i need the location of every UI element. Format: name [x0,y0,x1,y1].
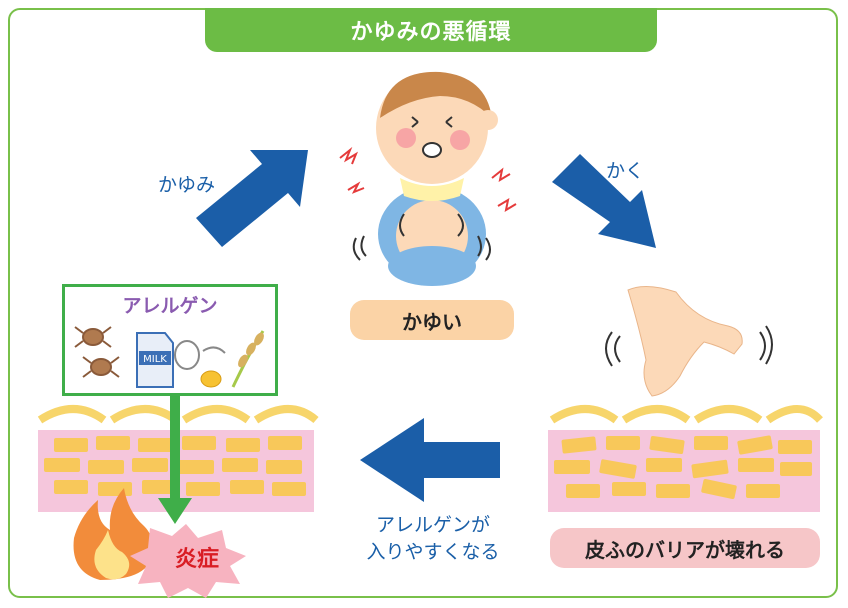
allergen-enters-label: アレルゲンが 入りやすくなる [358,512,508,566]
arrow-itch-icon [196,150,308,247]
green-arrow-icon [158,396,192,524]
arrow-left-icon [360,418,500,502]
label-scratch: かく [606,160,645,182]
itchy-state-label: かゆい [350,300,514,340]
allergen-box: アレルゲン MILK [62,284,278,396]
scratching-hand-icon [605,286,773,397]
allergen-icons: MILK [74,326,265,388]
diagram-title: かゆみの悪循環 [205,8,657,52]
milk-label: MILK [143,354,167,365]
label-itch: かゆみ [158,174,216,196]
arrow-scratch-icon [552,154,656,248]
inflammation-burst-icon [130,524,246,598]
baby-illustration [339,71,517,286]
allergen-enters-line1: アレルゲンが [375,514,490,536]
milk-carton-icon: MILK [136,332,174,388]
wheat-icon [231,330,265,388]
mite-icon [74,326,120,378]
inflammation-label: 炎症 [174,547,219,572]
allergen-enters-line2: 入りやすくなる [366,541,500,563]
barrier-broken-label: 皮ふのバリアが壊れる [550,528,820,568]
skin-layer-illustration [548,405,823,512]
egg-icon [174,340,226,388]
allergen-title: アレルゲン [122,295,218,317]
